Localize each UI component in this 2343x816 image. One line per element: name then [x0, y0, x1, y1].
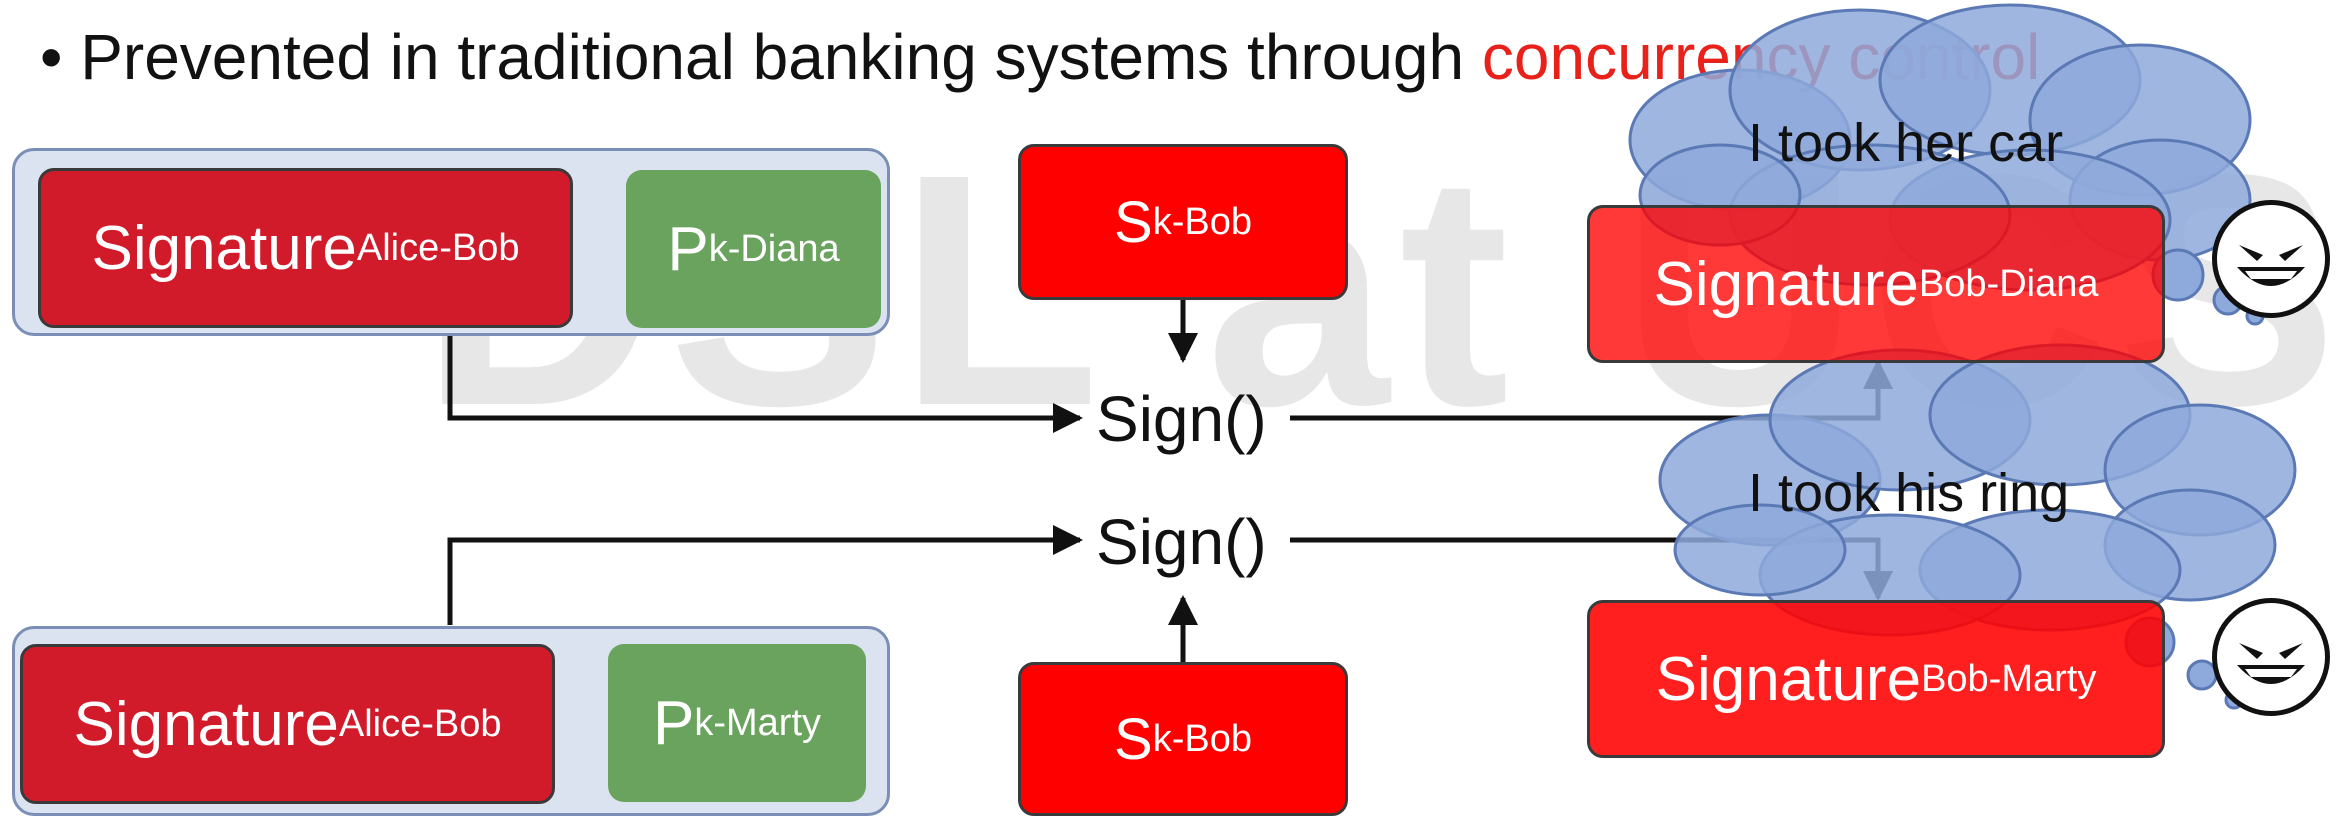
bottom-signature-label: Signature [73, 689, 339, 759]
top-signature-label: Signature [91, 213, 357, 283]
sk-bottom-sub: k-Bob [1152, 717, 1252, 760]
sk-bottom-label: S [1114, 706, 1153, 772]
result-bottom-sub: Bob-Marty [1921, 657, 2097, 700]
bottom-pk-label: P [652, 688, 695, 758]
evil-grin-face-icon [2212, 598, 2330, 716]
title-prefix: Prevented in traditional banking systems… [80, 21, 1465, 93]
sk-top-sub: k-Bob [1152, 200, 1252, 243]
result-top-sub: Bob-Diana [1918, 262, 2099, 305]
sign-function-bottom: Sign() [1096, 506, 1267, 578]
result-top-label: Signature [1653, 249, 1919, 319]
top-signature-sub: Alice-Bob [356, 226, 520, 269]
bottom-signature-sub: Alice-Bob [338, 702, 502, 745]
result-bottom-label: Signature [1655, 644, 1922, 714]
bottom-pk-sub: k-Marty [694, 701, 821, 744]
arrow-top-group-to-sign [447, 322, 1083, 433]
title-bullet: • [40, 21, 63, 93]
cloud-top-text: I took her car [1748, 113, 2064, 173]
top-pk-sub: k-Diana [708, 227, 840, 270]
sign-function-top: Sign() [1096, 383, 1267, 455]
sk-top-label: S [1114, 189, 1153, 255]
evil-grin-face-icon [2212, 200, 2330, 318]
top-pk-label: P [667, 214, 709, 284]
arrow-bottom-group-to-sign [447, 525, 1083, 625]
cloud-bottom-text: I took his ring [1748, 463, 2070, 523]
